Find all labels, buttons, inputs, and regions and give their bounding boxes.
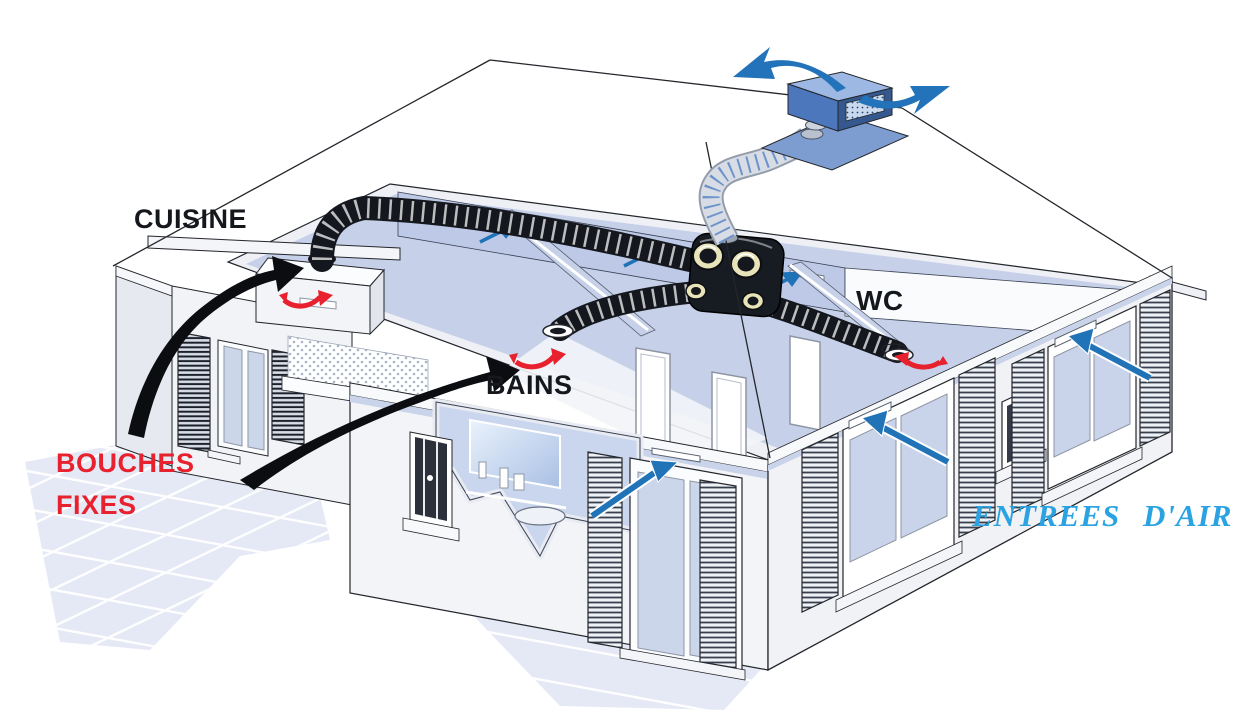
unit-port-4	[741, 291, 765, 311]
label-toilet: WC	[856, 285, 904, 316]
label-air-inlets: ENTREES D'AIR	[971, 498, 1232, 533]
airflow-arrow-to-kitchen-icon	[128, 256, 304, 438]
entry-door	[587, 447, 746, 681]
unit-port-3	[685, 282, 707, 300]
window-right-2	[1011, 289, 1171, 514]
entry-shutter-right	[699, 479, 737, 669]
window1-shutter-right	[958, 357, 996, 538]
labels: CUISINE BAINS WC BOUCHES FIXES ENTREES D…	[56, 204, 1232, 533]
central-extraction-unit	[685, 232, 785, 318]
roof-outlet	[733, 47, 950, 171]
entry-shutter-left	[587, 451, 623, 649]
duct-kitchen	[310, 195, 702, 272]
air-inlet-arrow-window2-icon	[1067, 327, 1153, 383]
unit-port-2	[730, 249, 762, 279]
window1-shutter-left	[801, 432, 839, 613]
extraction-arrow-wc-icon	[894, 352, 948, 370]
duct-bathroom	[549, 281, 707, 341]
label-bathroom: BAINS	[486, 370, 573, 400]
unit-port-1	[692, 241, 724, 271]
label-fixed-vents-line2: FIXES	[56, 490, 137, 520]
air-inlet-slot-door	[651, 447, 701, 463]
air-inlet-arrow-window1-icon	[861, 409, 951, 467]
right-facade	[767, 265, 1173, 672]
bath-mirror	[469, 418, 561, 490]
air-inlet-arrow-door-icon	[589, 459, 680, 521]
exhaust-arrow-right-icon	[858, 86, 950, 114]
bath-bottles	[478, 461, 525, 491]
label-fixed-vents-line1: BOUCHES	[56, 448, 195, 478]
airflow-arrows	[128, 256, 520, 490]
hallway-interior	[500, 332, 821, 483]
exhaust-arrow-left-icon	[733, 47, 846, 92]
kitchen-shutter-left	[177, 331, 211, 453]
bath-window	[402, 431, 460, 542]
bath-sink	[514, 506, 566, 526]
extraction-arrow-bath-icon	[509, 348, 566, 370]
airflow-arrow-to-bath-icon	[240, 356, 520, 490]
extraction-arrow-kitchen-icon	[279, 290, 333, 309]
window2-shutter-right	[1139, 289, 1171, 447]
label-kitchen: CUISINE	[134, 204, 247, 234]
window-right-1	[801, 357, 996, 613]
bath-extract-vent	[542, 323, 574, 339]
window2-shutter-left	[1011, 348, 1045, 514]
